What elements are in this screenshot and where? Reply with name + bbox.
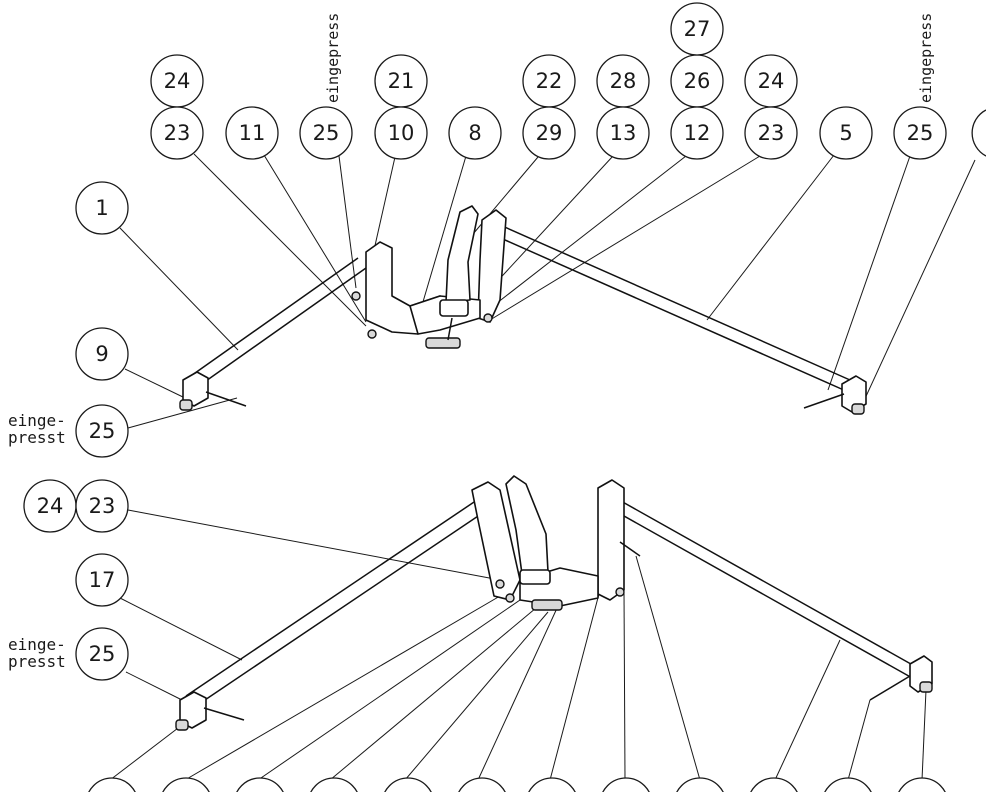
bottom-center-bracket bbox=[471, 479, 641, 607]
balloon-26: 26 bbox=[670, 54, 724, 108]
note-vertical-pressed-1: eingepress bbox=[324, 13, 342, 103]
svg-text:29: 29 bbox=[536, 121, 563, 145]
svg-text:25: 25 bbox=[89, 419, 116, 443]
note-pressed-line2: presst bbox=[8, 428, 66, 447]
bottom-toggle-clamp bbox=[505, 475, 563, 611]
svg-text:9: 9 bbox=[95, 342, 108, 366]
top-toggle-clamp bbox=[425, 205, 479, 349]
balloon-25-left: 25 bbox=[75, 404, 129, 458]
svg-text:11: 11 bbox=[239, 121, 266, 145]
top-left-end-clamp bbox=[179, 371, 247, 411]
balloon-28: 28 bbox=[596, 54, 650, 108]
balloon-11: 11 bbox=[225, 106, 279, 160]
balloon-23-top-right: 23 bbox=[744, 106, 798, 160]
bottom-assembly: 24 23 17 25 einge- presst bbox=[8, 475, 946, 792]
svg-text:23: 23 bbox=[89, 494, 116, 518]
bottom-left-end-clamp bbox=[175, 691, 245, 731]
note-vertical-pressed-2: eingepress bbox=[917, 13, 935, 103]
top-assembly: 24 21 22 28 26 24 27 23 11 25 10 bbox=[8, 2, 986, 458]
balloon-5: 5 bbox=[819, 106, 873, 160]
svg-text:27: 27 bbox=[684, 17, 711, 41]
note-pressed-bottom-line1: einge- bbox=[8, 635, 66, 654]
balloon-partial-right-edge bbox=[971, 109, 986, 157]
svg-text:25: 25 bbox=[89, 642, 116, 666]
svg-text:21: 21 bbox=[388, 69, 415, 93]
svg-text:28: 28 bbox=[610, 69, 637, 93]
svg-text:1: 1 bbox=[95, 196, 108, 220]
balloon-25-bottom: 25 bbox=[75, 627, 129, 681]
bottom-edge-balloon-row bbox=[88, 777, 946, 792]
top-left-rod bbox=[187, 257, 367, 389]
svg-text:12: 12 bbox=[684, 121, 711, 145]
svg-text:8: 8 bbox=[468, 121, 481, 145]
svg-text:24: 24 bbox=[164, 69, 191, 93]
svg-text:23: 23 bbox=[758, 121, 785, 145]
balloon-23-top: 23 bbox=[150, 106, 204, 160]
svg-text:17: 17 bbox=[89, 568, 116, 592]
balloon-8: 8 bbox=[448, 106, 502, 160]
svg-text:24: 24 bbox=[758, 69, 785, 93]
balloon-10: 10 bbox=[374, 106, 428, 160]
note-pressed-line1: einge- bbox=[8, 411, 66, 430]
balloon-24-bottom: 24 bbox=[23, 479, 77, 533]
balloon-23-bottom: 23 bbox=[75, 479, 129, 533]
svg-text:25: 25 bbox=[313, 121, 340, 145]
bottom-right-end-clamp bbox=[869, 655, 933, 701]
bottom-leaders bbox=[109, 509, 927, 781]
balloon-17: 17 bbox=[75, 553, 129, 607]
balloon-12: 12 bbox=[670, 106, 724, 160]
top-right-end-clamp bbox=[803, 375, 867, 415]
balloon-24-top: 24 bbox=[150, 54, 204, 108]
top-right-rod bbox=[495, 224, 851, 392]
balloon-13: 13 bbox=[596, 106, 650, 160]
top-center-bracket bbox=[351, 209, 507, 339]
balloon-22: 22 bbox=[522, 54, 576, 108]
balloon-27: 27 bbox=[670, 2, 724, 56]
balloon-24-top-right: 24 bbox=[744, 54, 798, 108]
svg-text:22: 22 bbox=[536, 69, 563, 93]
top-leaders bbox=[119, 153, 976, 429]
svg-text:26: 26 bbox=[684, 69, 711, 93]
svg-text:24: 24 bbox=[37, 494, 64, 518]
note-pressed-bottom-line2: presst bbox=[8, 652, 66, 671]
bottom-right-rod bbox=[607, 495, 919, 680]
balloon-25-top-right: 25 bbox=[893, 106, 947, 160]
balloon-21: 21 bbox=[374, 54, 428, 108]
svg-text:23: 23 bbox=[164, 121, 191, 145]
balloon-29: 29 bbox=[522, 106, 576, 160]
svg-text:25: 25 bbox=[907, 121, 934, 145]
svg-text:5: 5 bbox=[839, 121, 852, 145]
balloon-9: 9 bbox=[75, 327, 129, 381]
svg-text:13: 13 bbox=[610, 121, 637, 145]
bottom-left-rod bbox=[185, 497, 491, 707]
balloon-25-top: 25 bbox=[299, 106, 353, 160]
svg-text:10: 10 bbox=[388, 121, 415, 145]
balloon-1: 1 bbox=[75, 181, 129, 235]
